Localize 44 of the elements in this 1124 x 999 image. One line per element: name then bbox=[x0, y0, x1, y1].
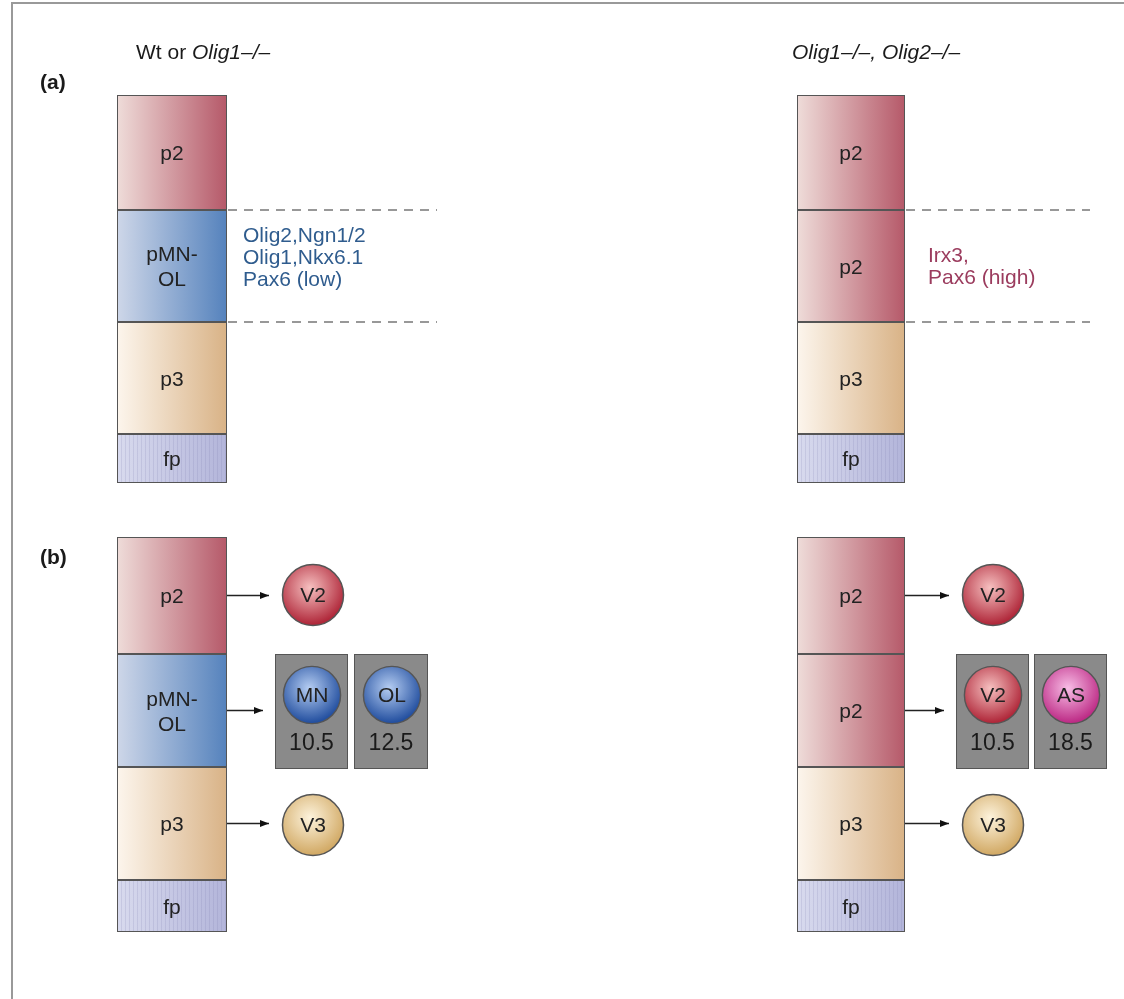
domain-box: p3 bbox=[797, 767, 905, 880]
domain-box: fp bbox=[117, 434, 227, 483]
domain-box: fp bbox=[797, 434, 905, 483]
cell-circle: V2 bbox=[281, 563, 345, 627]
domain-box: pMN- OL bbox=[117, 210, 227, 322]
cell-circle: V2 bbox=[961, 563, 1025, 627]
domain-box: fp bbox=[797, 880, 905, 932]
cell-circle: MN bbox=[282, 665, 342, 725]
arrow bbox=[226, 706, 264, 715]
arrow bbox=[226, 591, 270, 600]
stage-panel bbox=[275, 654, 348, 769]
age-label: 18.5 bbox=[1047, 729, 1094, 756]
arrow bbox=[904, 819, 950, 828]
domain-box: p2 bbox=[117, 95, 227, 210]
arrow bbox=[904, 706, 945, 715]
cell-circle: V3 bbox=[961, 793, 1025, 857]
age-label: 12.5 bbox=[367, 729, 415, 756]
cell-circle: OL bbox=[362, 665, 422, 725]
domain-box: p3 bbox=[117, 322, 227, 434]
domain-box: p2 bbox=[117, 537, 227, 654]
gene-expression-label: Irx3, Pax6 (high) bbox=[928, 244, 1036, 288]
domain-box: fp bbox=[117, 880, 227, 932]
domain-box: p2 bbox=[797, 95, 905, 210]
genotype-heading: Olig1–/–, Olig2–/– bbox=[792, 40, 961, 64]
domain-box: p3 bbox=[117, 767, 227, 880]
age-label: 10.5 bbox=[969, 729, 1016, 756]
domain-box: p3 bbox=[797, 322, 905, 434]
stage-panel bbox=[354, 654, 428, 769]
domain-box: p2 bbox=[797, 654, 905, 767]
domain-box: pMN- OL bbox=[117, 654, 227, 767]
cell-circle: V3 bbox=[281, 793, 345, 857]
arrow bbox=[904, 591, 950, 600]
domain-box: p2 bbox=[797, 210, 905, 322]
gene-expression-label: Olig2,Ngn1/2 Olig1,Nkx6.1 Pax6 (low) bbox=[243, 224, 366, 290]
age-label: 10.5 bbox=[288, 729, 335, 756]
cell-circle: AS bbox=[1041, 665, 1101, 725]
stage-panel bbox=[956, 654, 1029, 769]
panel-label: (a) bbox=[40, 70, 66, 94]
domain-box: p2 bbox=[797, 537, 905, 654]
genotype-heading: Wt or Olig1–/– bbox=[136, 40, 271, 64]
stage-panel bbox=[1034, 654, 1107, 769]
panel-label: (b) bbox=[40, 545, 67, 569]
arrow bbox=[226, 819, 270, 828]
cell-circle: V2 bbox=[963, 665, 1023, 725]
